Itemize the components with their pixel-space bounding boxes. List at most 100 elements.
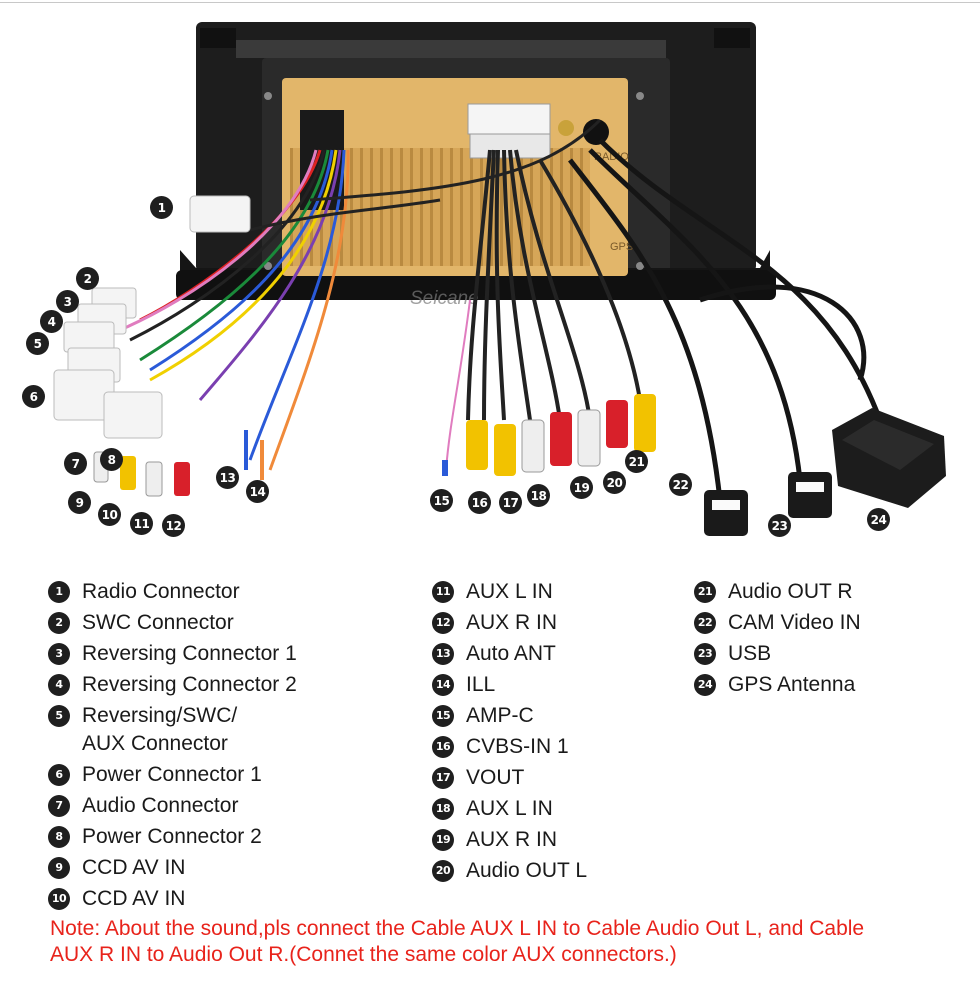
center-rca-plugs [442,394,656,476]
legend-item: 20 Audio OUT L [432,857,682,885]
callout-5: 5 [26,332,49,355]
callout-14: 14 [246,480,269,503]
legend-number-badge: 20 [432,860,454,882]
left-connectors [53,195,251,439]
brand-watermark: Seicane [410,288,479,309]
callout-24: 24 [867,508,890,531]
legend-item: 12 AUX R IN [432,609,682,637]
legend-item: 17 VOUT [432,764,682,792]
wiring-diagram: RADIO GPS Seicane [53,22,946,536]
legend-item: 1 Radio Connector [48,578,368,606]
callout-10: 10 [98,503,121,526]
legend-label: Auto ANT [466,642,556,665]
legend-number-badge: 7 [48,795,70,817]
legend-label: Audio OUT L [466,859,588,882]
legend-label: AUX L IN [466,797,553,820]
callout-4: 4 [40,310,63,333]
legend-number-badge: 23 [694,643,716,665]
legend-number-badge: 21 [694,581,716,603]
legend-number-badge: 18 [432,798,454,820]
callout-8: 8 [100,448,123,471]
legend-label: Audio Connector [82,794,239,817]
callout-21: 21 [625,450,648,473]
legend-number-badge: 11 [432,581,454,603]
legend-label: Radio Connector [82,580,240,603]
legend-item: 10 CCD AV IN [48,885,368,913]
legend-number-badge: 12 [432,612,454,634]
callout-20: 20 [603,471,626,494]
callout-22: 22 [669,473,692,496]
legend-number-badge: 17 [432,767,454,789]
callout-9: 9 [68,491,91,514]
top-divider [0,2,980,3]
legend-item: 14 ILL [432,671,682,699]
legend-label: AUX R IN [466,828,558,851]
legend-label: Power Connector 1 [82,763,262,786]
note-line-2: AUX R IN to Audio Out R.(Connet the same… [50,943,677,966]
note-line-1: Note: About the sound,pls connect the Ca… [50,917,865,940]
legend-label: AUX L IN [466,580,553,603]
legend-item: 18 AUX L IN [432,795,682,823]
center-wiring [445,149,642,471]
legend-number-badge: 1 [48,581,70,603]
legend-item: 23 USB [694,640,944,668]
legend-number-badge: 19 [432,829,454,851]
callout-19: 19 [570,476,593,499]
legend-label: AMP-C [466,704,534,727]
callout-16: 16 [468,491,491,514]
legend-label: CCD AV IN [82,887,186,910]
legend-item: 16 CVBS-IN 1 [432,733,682,761]
callout-11: 11 [130,512,153,535]
legend-label: SWC Connector [82,611,234,634]
callout-6: 6 [22,385,45,408]
legend-number-badge: 10 [48,888,70,910]
legend-label: CAM Video IN [728,611,861,634]
legend-label: ILL [466,673,496,696]
usb-plugs [704,472,832,536]
wiring-note: Note: About the sound,pls connect the Ca… [50,916,950,968]
legend-label: CVBS-IN 1 [466,735,569,758]
callout-13: 13 [216,466,239,489]
gps-port-label: GPS [610,241,633,253]
callout-1: 1 [150,196,173,219]
callout-7: 7 [64,452,87,475]
legend-number-badge: 2 [48,612,70,634]
callout-17: 17 [499,491,522,514]
legend-number-badge: 15 [432,705,454,727]
legend-label: Reversing Connector 2 [82,673,297,696]
legend-item: 2 SWC Connector [48,609,368,637]
left-rca-plugs [93,430,264,497]
legend-item: 4 Reversing Connector 2 [48,671,368,699]
callout-23: 23 [768,514,791,537]
legend-item: 11 AUX L IN [432,578,682,606]
legend-label: USB [728,642,772,665]
gps-antenna [832,408,946,508]
legend-number-badge: 4 [48,674,70,696]
legend-label: VOUT [466,766,525,789]
legend-number-badge: 14 [432,674,454,696]
legend-item: 19 AUX R IN [432,826,682,854]
left-wiring-harness [119,118,602,471]
legend-item: 15 AMP-C [432,702,682,730]
legend-number-badge: 8 [48,826,70,848]
callout-12: 12 [162,514,185,537]
legend-label: AUX R IN [466,611,558,634]
legend-label: Reversing/SWC/ AUX Connector [82,704,238,755]
legend-number-badge: 3 [48,643,70,665]
usb-gps-cables [568,138,883,501]
callout-2: 2 [76,267,99,290]
callout-3: 3 [56,290,79,313]
legend-number-badge: 24 [694,674,716,696]
legend-number-badge: 16 [432,736,454,758]
